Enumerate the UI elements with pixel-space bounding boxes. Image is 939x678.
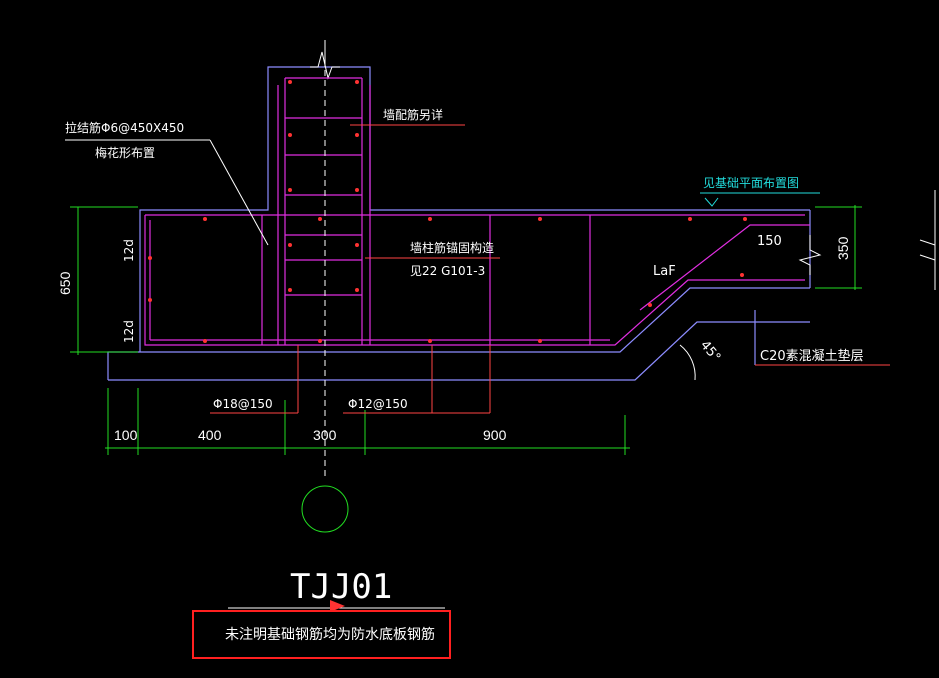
drawing-title: TJJ01 (290, 567, 392, 607)
dimension-lines (70, 205, 862, 455)
wall-reinf-note: 墙配筋另详 (383, 107, 443, 122)
angle-label: 45° (697, 338, 723, 365)
slab-reinforcement (144, 214, 810, 346)
bottom-bar-2: Φ12@150 (348, 397, 408, 411)
highlight-box (192, 610, 451, 659)
rebar-dots (148, 80, 747, 343)
title-marker (330, 600, 345, 612)
dev-12d-bottom: 12d (122, 320, 136, 343)
cushion-label: C20素混凝土垫层 (760, 348, 864, 364)
bar-150-label: 150 (757, 234, 782, 249)
dim-400: 400 (198, 427, 222, 443)
laf-label: LaF (653, 264, 676, 279)
break-symbols (310, 40, 822, 275)
dev-12d-top: 12d (122, 239, 136, 262)
foundation-plan-ref: 见基础平面布置图 (703, 176, 799, 190)
drawing-note: 未注明基础钢筋均为防水底板钢筋 (225, 626, 435, 643)
leader-lines (65, 124, 890, 414)
bottom-bar-1: Φ18@150 (213, 397, 273, 411)
dim-100: 100 (114, 427, 138, 443)
dim-300: 300 (313, 427, 337, 443)
wall-anchor-line1: 墙柱筋锚固构造 (410, 240, 494, 255)
dim-650: 650 (57, 271, 73, 295)
right-edge-fragment (919, 190, 936, 290)
axis-bubble (301, 485, 349, 533)
dim-350: 350 (835, 236, 851, 260)
wall-anchor-line2: 见22 G101-3 (410, 264, 485, 278)
tie-bar-spec: 拉结筋Φ6@450X450 (65, 120, 184, 135)
tie-bar-layout: 梅花形布置 (95, 145, 155, 160)
foundation-outline (107, 66, 811, 381)
dim-900: 900 (483, 427, 507, 443)
wall-reinforcement (277, 77, 371, 345)
